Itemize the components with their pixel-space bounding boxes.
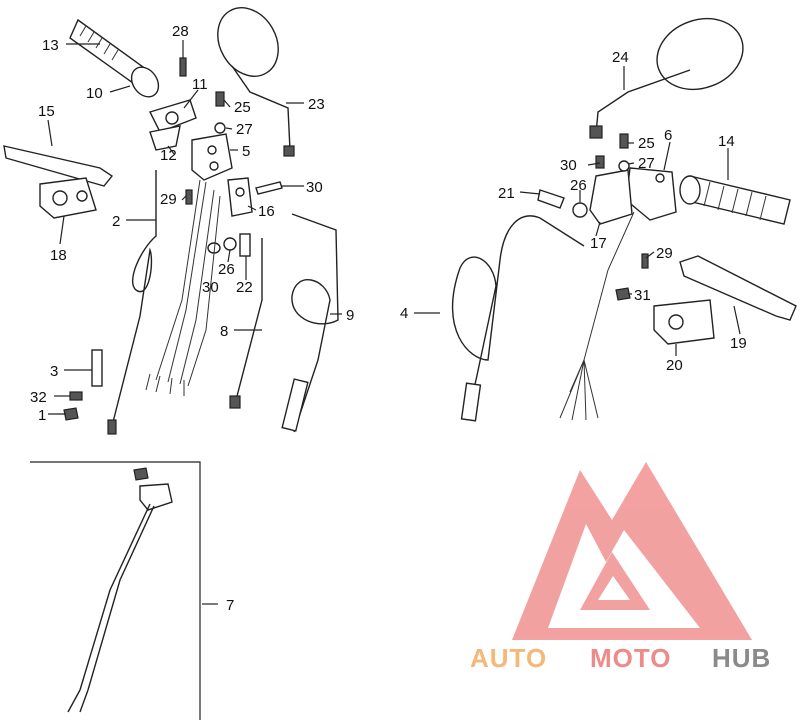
front-brake-lever [641,253,797,321]
right-grip [679,175,791,225]
callout-29-left: 29 [160,191,177,208]
leader-lines [47,40,741,605]
panel-7-frame [30,461,201,720]
callout-2: 2 [112,213,120,230]
callout-14: 14 [718,133,735,150]
callout-6: 6 [664,127,672,144]
callout-8: 8 [220,323,228,340]
starter-switch-assembly [67,467,173,713]
right-mirror [589,17,744,139]
callout-26-left: 26 [218,261,235,278]
starter-switch-16 [227,177,253,217]
throttle-cable-9 [291,213,339,433]
callout-18: 18 [50,247,67,264]
left-wire-harness [155,179,221,387]
bolt-21 [537,189,565,209]
callouts: 13 28 10 11 25 23 15 27 12 5 29 30 2 16 … [30,23,747,614]
washer-27-left [214,122,226,134]
right-wire-harness [559,211,635,421]
part-1 [63,407,79,421]
nut-26-left [223,237,237,251]
callout-25-right: 25 [638,135,655,152]
callout-12: 12 [160,147,177,164]
callout-10: 10 [86,85,103,102]
callout-31: 31 [634,287,651,304]
watermark-hub: HUB [712,643,771,673]
callout-15: 15 [38,103,55,120]
callout-7: 7 [226,597,234,614]
callout-24: 24 [612,49,629,66]
callout-28: 28 [172,23,189,40]
callout-22: 22 [236,279,253,296]
callout-5: 5 [242,143,250,160]
screw-29-left [185,189,193,205]
callout-3: 3 [50,363,58,380]
left-lever-bracket [39,177,97,219]
callout-17: 17 [590,235,607,252]
screw-30-right [595,155,605,169]
part-22 [239,233,251,257]
bolt-28 [179,57,187,77]
callout-1: 1 [38,407,46,424]
callout-27-right: 27 [638,155,655,172]
callout-21: 21 [498,185,515,202]
callout-32: 32 [30,389,47,406]
watermark-wordmark: AUTO MOTO HUB [470,643,771,673]
callout-23: 23 [308,96,325,113]
nut-26-right [572,202,588,218]
screw-25-right [619,133,629,149]
left-lever [3,145,114,187]
part-3 [91,349,103,387]
callout-19: 19 [730,335,747,352]
callout-20: 20 [666,357,683,374]
watermark-moto: MOTO [590,643,672,673]
washer-27-right [618,160,630,172]
clutch-cable-2 [111,170,157,427]
callout-30-right: 30 [560,157,577,174]
screw-25-left [215,91,225,107]
callout-30-upper-left: 30 [306,179,323,196]
callout-16: 16 [258,203,275,220]
callout-29-right: 29 [656,245,673,262]
callout-13: 13 [42,37,59,54]
part-32 [69,391,83,401]
callout-11: 11 [192,76,208,93]
callout-27-left: 27 [236,121,253,138]
callout-30-lower-left: 30 [202,279,219,296]
callout-26-right: 26 [570,177,587,194]
left-switch-housing [191,133,233,181]
cable-4 [451,215,585,421]
cable-8 [235,238,263,401]
callout-25-left: 25 [234,99,251,116]
left-grip [69,18,160,98]
screw-30-left [255,181,283,195]
throttle-housing [149,99,197,151]
callout-4: 4 [400,305,408,322]
master-cylinder-20 [615,287,715,345]
front-brake-switch-17 [589,169,633,225]
watermark-auto: AUTO [470,643,547,673]
callout-9: 9 [346,307,354,324]
left-mirror [217,7,295,157]
watermark-logo [512,462,752,640]
